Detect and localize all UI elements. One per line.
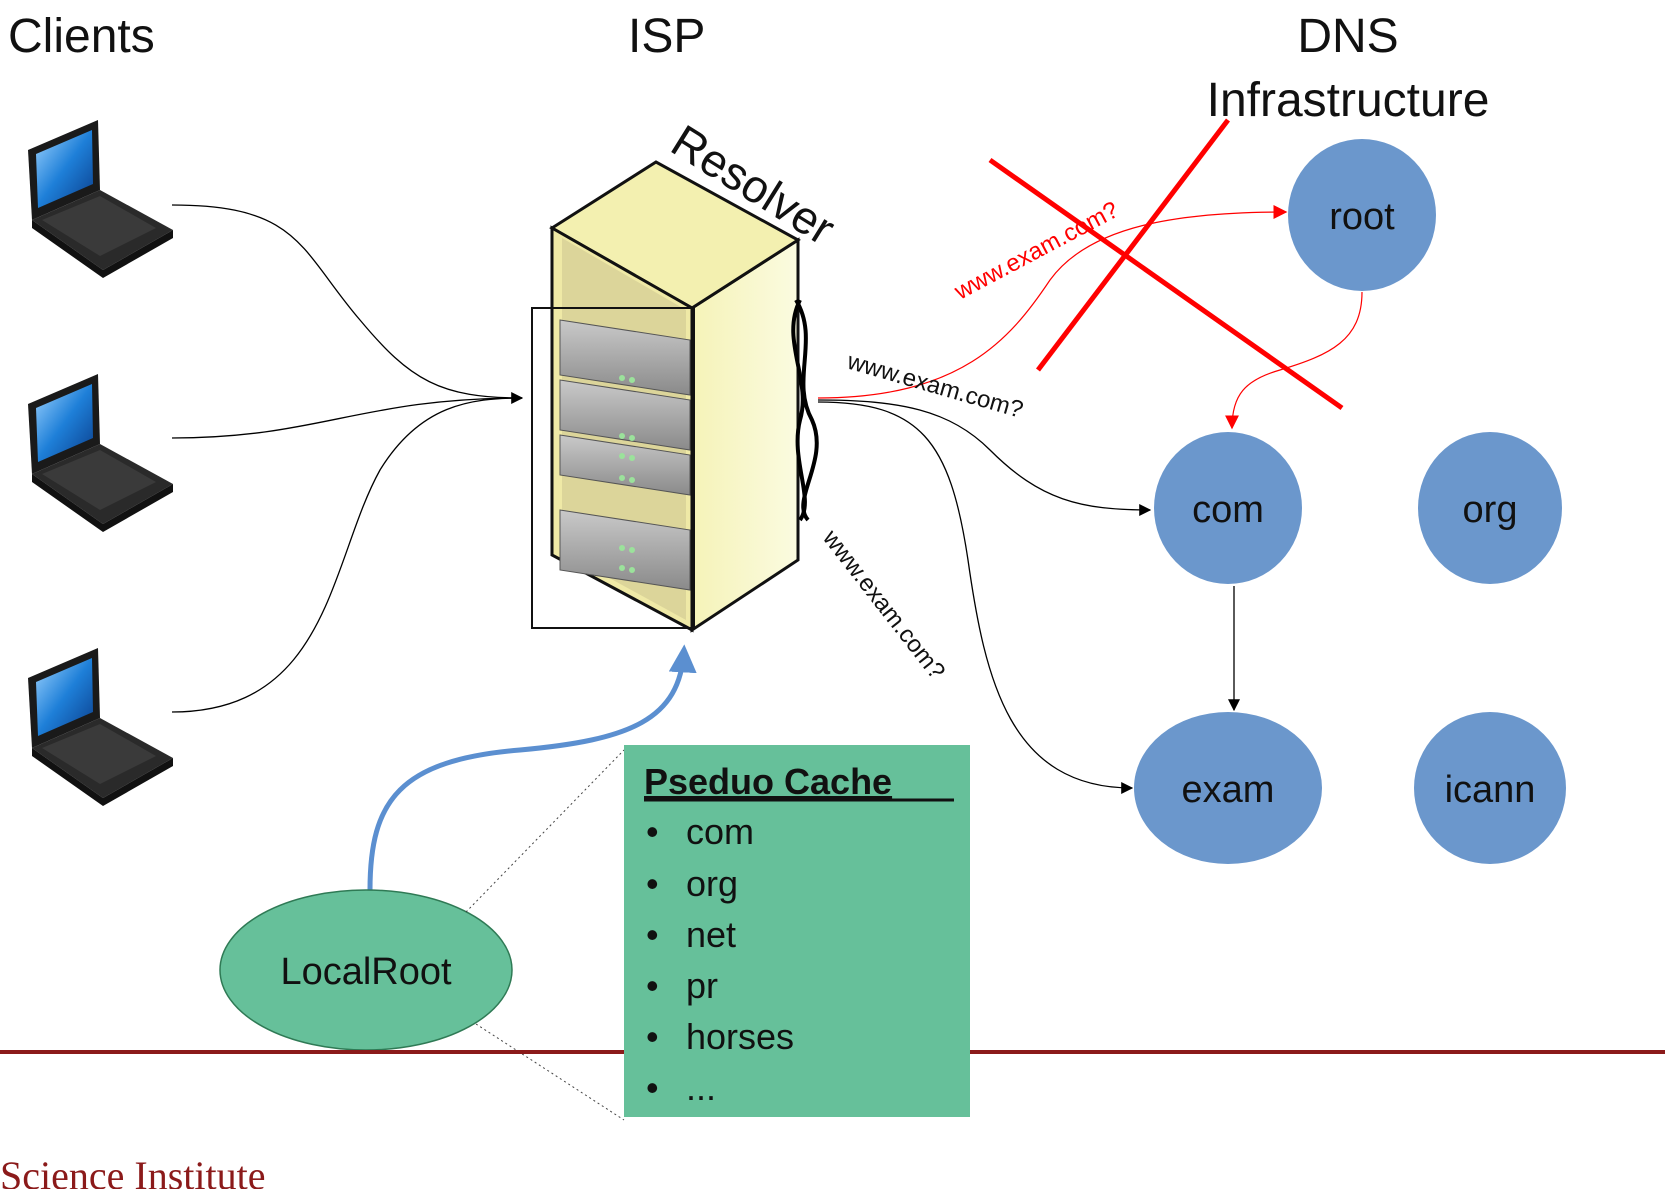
pseudo-cache-item: pr	[686, 965, 718, 1006]
bullet: •	[646, 1067, 659, 1108]
crossed-out-mark	[1036, 118, 1230, 372]
query-to-exam-label: www.exam.com?	[817, 524, 951, 684]
localroot-feed-arrow	[367, 644, 697, 891]
bullet: •	[646, 965, 659, 1006]
client-connector	[171, 397, 523, 439]
pseudo-cache-item: ...	[686, 1067, 716, 1108]
cache-callout-line	[465, 749, 625, 913]
clients-heading: Clients	[8, 10, 155, 63]
bullet: •	[646, 1016, 659, 1057]
query-to-com	[817, 399, 1152, 516]
query-to-exam	[817, 401, 1134, 794]
pseudo-cache-item: horses	[686, 1016, 794, 1057]
dns-heading-line1: DNS	[1297, 10, 1398, 63]
bullet: •	[646, 863, 659, 904]
client-connector	[171, 397, 523, 713]
dns-node-icann-label: icann	[1445, 769, 1536, 811]
dns-node-exam	[1134, 712, 1322, 864]
localroot-label: LocalRoot	[280, 951, 452, 993]
laptop-icon	[28, 120, 173, 278]
pseudo-cache-list: • com • org • net • pr • horses • ...	[646, 811, 794, 1108]
dns-node-exam-label: exam	[1182, 769, 1275, 811]
blocked-query-to-root	[817, 205, 1288, 399]
blocked-referral-root-to-com	[1225, 291, 1363, 430]
dns-node-root-label: root	[1329, 196, 1395, 238]
laptop-icon	[28, 374, 173, 532]
dns-node-org-label: org	[1463, 489, 1518, 531]
isp-heading: ISP	[628, 10, 705, 63]
pseudo-cache-item: org	[686, 863, 738, 904]
cache-callout-line	[475, 1023, 625, 1121]
pseudo-cache-title: Pseduo Cache	[644, 761, 892, 802]
dns-node-org	[1418, 432, 1562, 584]
dns-node-icann	[1414, 712, 1566, 864]
dns-node-root	[1288, 139, 1436, 291]
dns-node-com-label: com	[1192, 489, 1264, 531]
bullet: •	[646, 914, 659, 955]
resolver-server-rack-icon	[531, 160, 819, 633]
laptop-icon	[28, 648, 173, 806]
query-to-com-label: www.exam.com?	[843, 348, 1026, 424]
crossed-out-mark	[988, 157, 1344, 411]
bullet: •	[646, 811, 659, 852]
pseudo-cache-item: com	[686, 811, 754, 852]
pseudo-cache-box	[624, 745, 970, 1117]
dns-node-com	[1154, 432, 1302, 584]
pseudo-cache-item: net	[686, 914, 736, 955]
footer-text: Science Institute	[0, 1153, 265, 1189]
dns-heading-line2: Infrastructure	[1207, 74, 1490, 127]
client-connector	[171, 204, 524, 404]
